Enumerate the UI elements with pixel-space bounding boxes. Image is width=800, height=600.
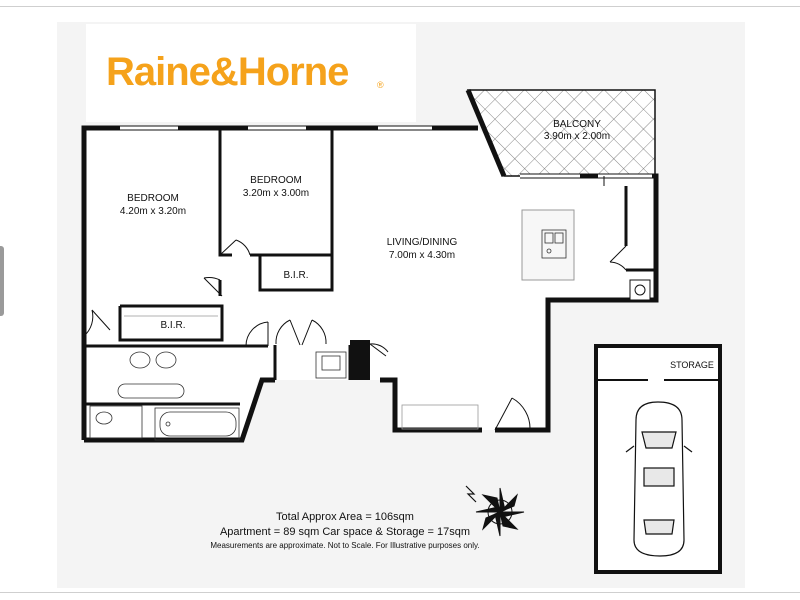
structural-column: [350, 340, 370, 380]
hall-cabinet: [401, 404, 479, 430]
balcony-dimensions: 3.90m x 2.00m: [544, 131, 610, 142]
living-dining-label: LIVING/DINING: [387, 237, 458, 248]
window-frames: [120, 125, 652, 179]
bedroom-1-dimensions: 4.20m x 3.20m: [120, 206, 186, 217]
compass-icon: [465, 485, 525, 537]
balcony-label: BALCONY: [553, 119, 601, 130]
brand-logo-text: Raine&Horne: [106, 50, 349, 94]
bathtub-icon: [154, 407, 240, 441]
bir-1-label: B.I.R.: [160, 320, 185, 331]
bottom-divider: [0, 592, 800, 593]
total-area-note: Total Approx Area = 106sqm: [276, 511, 414, 523]
laundry-sink-icon: [315, 351, 347, 379]
kitchen-island: [521, 209, 575, 281]
bedroom-2-dimensions: 3.20m x 3.00m: [243, 188, 309, 199]
registered-mark: ®: [377, 80, 384, 90]
windows: [120, 126, 652, 178]
sink-icon: [541, 229, 567, 259]
brand-logo: [86, 24, 416, 122]
bir-2-label: B.I.R.: [283, 270, 308, 281]
door-swings: [83, 176, 657, 431]
disclaimer-note: Measurements are approximate. Not to Sca…: [210, 541, 480, 550]
washer-icon: [629, 279, 651, 301]
top-divider: [0, 6, 800, 7]
bedroom-2-label: BEDROOM: [250, 175, 302, 186]
storage-label: STORAGE: [670, 360, 714, 370]
car-icon: [625, 401, 693, 557]
toilet-icon: [89, 351, 185, 439]
living-dining-dimensions: 7.00m x 4.30m: [389, 250, 455, 261]
bedroom-1-label: BEDROOM: [127, 193, 179, 204]
apartment-floor: [84, 128, 656, 440]
side-scroll-tab[interactable]: [0, 246, 4, 316]
area-split-note: Apartment = 89 sqm Car space & Storage =…: [219, 526, 471, 538]
